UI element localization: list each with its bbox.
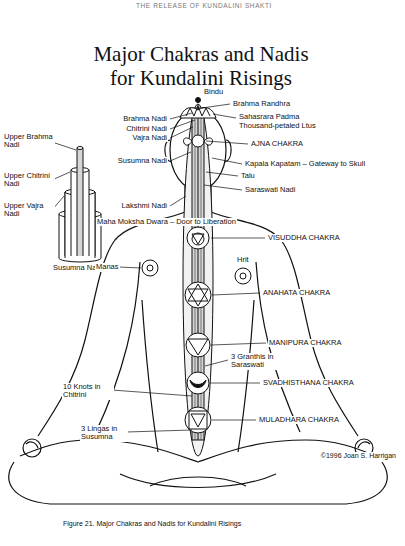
leader-lines xyxy=(212,158,242,164)
figure-caption: Figure 21. Major Chakras and Nadis for K… xyxy=(62,520,242,528)
leader-lines xyxy=(170,196,186,206)
part-name: Sahasrara Padma xyxy=(238,113,300,121)
part-name: Kapala Kapatam – Gateway to Skull xyxy=(244,160,366,168)
part-name: Susumna Nadi xyxy=(117,157,168,165)
leader-lines xyxy=(112,390,192,396)
leader-lines xyxy=(206,141,248,144)
leader-lines xyxy=(126,430,192,432)
chakra-symbols xyxy=(188,289,208,306)
part-name: Upper Chitrini Nadi xyxy=(3,172,55,189)
chakra-symbols xyxy=(180,108,216,118)
note: 3 Lingas in Susumna xyxy=(80,425,128,442)
leader-lines xyxy=(211,343,266,345)
leader-lines xyxy=(204,185,242,190)
chakra-symbols xyxy=(187,227,209,249)
part-name: Manas xyxy=(95,263,120,271)
part-name: Chitrini Nadi xyxy=(125,125,168,133)
body-outline xyxy=(26,442,38,448)
nadi-cylinders xyxy=(77,148,78,256)
part-name: Vajra Nadi xyxy=(132,134,168,142)
chakra-symbols xyxy=(147,265,153,271)
body-outline xyxy=(38,212,185,436)
chakra-name: VISUDDHA CHAKRA xyxy=(267,234,341,242)
nadi-cylinders xyxy=(77,148,83,256)
leader-lines xyxy=(212,293,260,295)
part-name: Lakshmi Nadi xyxy=(121,202,168,210)
leader-lines xyxy=(170,127,193,138)
part-name: Thousand-petaled Ltus xyxy=(238,122,317,130)
chakra-name: MANIPURA CHAKRA xyxy=(268,339,343,347)
part-name: Brahma Nadi xyxy=(122,115,168,123)
nadi-cylinders xyxy=(77,147,83,150)
leader-lines xyxy=(205,360,228,366)
body-outline xyxy=(211,212,358,436)
chakra-symbols xyxy=(188,284,208,301)
copyright: ©1996 Joan S. Harrigan xyxy=(320,452,397,460)
leader-lines xyxy=(52,142,76,150)
body-outline xyxy=(120,474,276,488)
diagram-title: Major Chakras and Nadis for Kundalini Ri… xyxy=(80,42,322,90)
chakra-name: SVADHISTHANA CHAKRA xyxy=(262,379,355,387)
body-outline xyxy=(358,442,370,448)
leader-lines xyxy=(206,172,238,176)
part-name: Upper Vajra Nadi xyxy=(3,202,55,219)
body-outline xyxy=(9,462,387,504)
body-outline xyxy=(150,477,246,486)
body-outline xyxy=(96,262,140,432)
part-name: Upper Brahma Nadi xyxy=(3,133,55,150)
chakra-symbols xyxy=(192,135,204,147)
nadi-cylinders xyxy=(89,170,90,256)
chakra-symbols xyxy=(142,260,158,276)
leader-lines xyxy=(202,104,230,108)
body-outline xyxy=(225,140,231,162)
chakra-symbols xyxy=(196,98,201,103)
chakra-symbols xyxy=(191,414,205,427)
part-name: Talu xyxy=(240,172,256,180)
chakra-symbols xyxy=(192,233,204,245)
part-name: Saraswati Nadi xyxy=(244,186,296,194)
leader-lines xyxy=(210,383,260,384)
part-name: Maha Moksha Dwara – Door to Liberation xyxy=(96,218,237,226)
chakra-name: AJNA CHAKRA xyxy=(250,140,304,148)
nadi-cylinders xyxy=(83,148,84,256)
chakra-name: MULADHARA CHAKRA xyxy=(258,416,340,424)
note: 10 Knots in Chitrini xyxy=(62,383,114,400)
chakra-symbols xyxy=(187,372,209,394)
chakra-symbols xyxy=(190,380,206,388)
nadi-cylinders xyxy=(65,192,66,256)
central-column xyxy=(183,104,213,456)
leader-lines xyxy=(213,114,236,118)
chakra-symbols xyxy=(192,234,204,244)
chakra-symbols xyxy=(240,273,246,279)
part-name: Brahma Randhra xyxy=(232,100,291,108)
part-name: Bindu xyxy=(203,88,224,96)
leader-lines xyxy=(52,104,266,432)
part-name: Hrit xyxy=(236,256,250,264)
chakra-name: ANAHATA CHAKRA xyxy=(262,289,331,297)
leader-lines xyxy=(211,238,265,239)
chakra-symbols xyxy=(189,411,207,429)
leader-lines xyxy=(170,113,192,119)
chakra-symbols xyxy=(235,268,251,284)
body-outline xyxy=(23,439,41,457)
chakra-symbols xyxy=(183,138,192,145)
note: 3 Granthis in Saraswati xyxy=(230,353,292,370)
nadi-cylinders xyxy=(71,170,72,256)
nadi-cylinders xyxy=(59,147,101,263)
body-outline xyxy=(238,300,254,452)
chakra-symbols xyxy=(185,282,211,308)
leader-lines xyxy=(212,420,256,421)
leader-lines xyxy=(170,152,191,161)
leader-lines xyxy=(119,267,141,268)
chakra-symbols xyxy=(185,407,211,433)
chakra-symbols xyxy=(186,333,210,357)
running-header: THE RELEASE OF KUNDALINI SHAKTI xyxy=(135,2,273,9)
central-column xyxy=(183,104,213,456)
body-outline xyxy=(142,300,158,452)
chakra-symbols xyxy=(188,339,208,355)
